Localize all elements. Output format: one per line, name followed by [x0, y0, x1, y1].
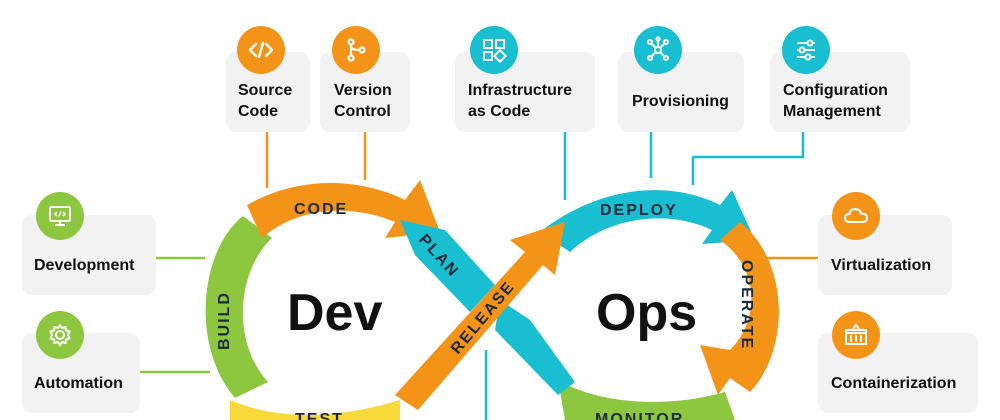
- stage-monitor: MONITOR: [595, 411, 684, 420]
- gear-icon: [36, 311, 84, 359]
- stage-build: BUILD: [216, 291, 233, 350]
- card-infrastructure-as-code: Infrastructure as Code: [455, 52, 595, 132]
- deploy-arc: [540, 190, 755, 252]
- stage-operate: OPERATE: [738, 260, 755, 350]
- card-automation-label: Automation: [34, 374, 123, 392]
- code-brackets-icon: [237, 26, 285, 74]
- stage-code: CODE: [294, 201, 348, 218]
- card-source-code-line1: Source: [238, 82, 293, 99]
- ops-inner-teal: [495, 300, 575, 395]
- card-config-line1: Configuration: [783, 82, 888, 99]
- connector-lines-green: [140, 256, 210, 374]
- network-nodes-icon: [634, 26, 682, 74]
- connector-lines-teal: [484, 130, 805, 420]
- card-provisioning: Provisioning: [618, 52, 744, 132]
- card-provisioning-line1: Provisioning: [632, 92, 729, 110]
- cloud-icon: [832, 192, 880, 240]
- connector-lines-orange: [265, 130, 818, 260]
- card-development-label: Development: [34, 256, 135, 274]
- card-containerization-label: Containerization: [831, 374, 957, 392]
- card-infra-line2: as Code: [468, 103, 531, 120]
- infrastructure-blocks-icon: [470, 26, 518, 74]
- stage-deploy: DEPLOY: [600, 202, 678, 219]
- plan-arc: [400, 220, 495, 312]
- operate-arc: [700, 222, 779, 395]
- git-branch-icon: [332, 26, 380, 74]
- sliders-icon: [782, 26, 830, 74]
- ops-label: Ops: [596, 284, 697, 342]
- card-infra-line1: Infrastructure: [468, 82, 573, 99]
- stage-test: TEST: [295, 411, 344, 420]
- monitor-code-icon: [36, 192, 84, 240]
- code-arc: [247, 180, 440, 238]
- container-icon: [832, 311, 880, 359]
- test-arc: [230, 400, 400, 420]
- dev-label: Dev: [287, 284, 382, 342]
- card-version-control-line2: Control: [334, 103, 391, 120]
- card-source-code-line2: Code: [238, 103, 278, 120]
- card-version-control-line1: Version: [334, 82, 392, 99]
- card-virtualization-label: Virtualization: [831, 256, 932, 274]
- release-arrow: [395, 222, 565, 410]
- card-config-line2: Management: [783, 103, 881, 120]
- card-containerization: Containerization: [818, 333, 978, 413]
- monitor-arc: [558, 380, 735, 420]
- build-arc: [205, 216, 272, 398]
